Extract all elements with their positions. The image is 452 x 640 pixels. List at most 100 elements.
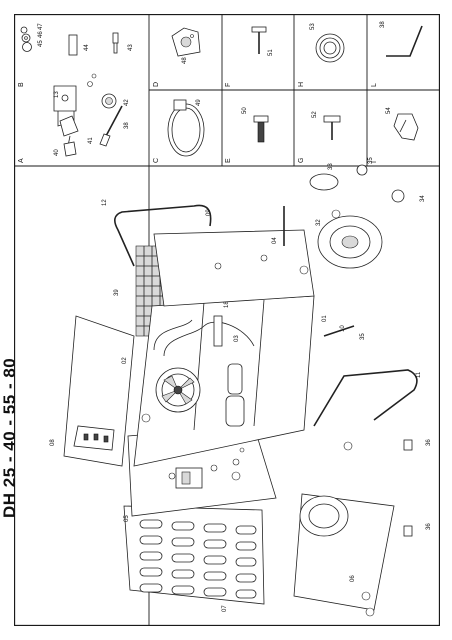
callout-46: 46: [38, 31, 44, 38]
cell-letter-e: E: [225, 158, 232, 163]
wheel-nut: [356, 164, 368, 176]
callout-39: 39: [114, 289, 120, 296]
mount-hole: [61, 94, 69, 102]
drier-part: [213, 315, 223, 347]
ref-circle-e: [343, 441, 353, 451]
washer-large: [22, 42, 32, 52]
callout-05: 05: [124, 515, 130, 522]
callout-07: 07: [222, 605, 228, 612]
refrigerant-tube: [163, 321, 255, 357]
legend-cell-g: G 52: [298, 111, 341, 163]
top-cover-08: 08: [50, 315, 135, 467]
fan-holder: [59, 115, 79, 137]
wheel-assembly: 33 34 35 32 35: [299, 157, 426, 537]
rotated-drawing: A 13 42 38 40 41 B 47 46 45 44 43: [14, 14, 440, 626]
callout-13: 13: [54, 91, 60, 98]
callout-01: 01: [322, 315, 328, 322]
callout-36b: 36: [426, 523, 432, 530]
handle-12: 12: [102, 199, 212, 267]
legend-cell-h: H 53: [298, 23, 345, 87]
callout-47: 47: [38, 23, 44, 30]
spacer-tube: [68, 34, 78, 56]
washer-small: [20, 26, 28, 34]
outer-frame: [14, 14, 440, 626]
side-panel-09: 09: [153, 209, 315, 307]
callout-12: 12: [102, 199, 108, 206]
grille-slots: [139, 519, 257, 599]
ref-circle-b: [365, 607, 375, 617]
end-caps: 36 36: [403, 439, 432, 537]
legend-cell-d: D 48: [153, 27, 201, 87]
callout-08: 08: [50, 439, 56, 446]
callout-49: 49: [196, 99, 202, 106]
bolt-head: [112, 32, 119, 44]
screw-shaft: [257, 121, 265, 143]
callout-45: 45: [38, 40, 44, 47]
callout-34: 34: [420, 195, 426, 202]
callout-53: 53: [310, 23, 316, 30]
ref-circle-h: [331, 209, 341, 219]
bolt-f-head: [251, 26, 267, 33]
circle-references: [141, 209, 375, 617]
callout-06: 06: [350, 575, 356, 582]
legend-cell-b: B 47 46 45 44 43: [18, 23, 134, 87]
legend-cell-i: I 54: [371, 107, 419, 163]
callout-38: 38: [124, 122, 130, 129]
wheel-washer: [391, 189, 405, 203]
callout-35b: 35: [360, 333, 366, 340]
callout-50: 50: [242, 107, 248, 114]
clip-part: [393, 113, 419, 141]
callout-41: 41: [88, 137, 94, 144]
callout-52: 52: [312, 111, 318, 118]
legend-cell-l: L 38: [371, 21, 423, 87]
cell-letter-h: H: [298, 82, 305, 87]
compressor: [225, 395, 245, 427]
cell-letter-d: D: [153, 82, 160, 87]
rod-part: [105, 105, 123, 137]
bolt-g-head: [323, 115, 341, 123]
callout-02: 02: [122, 357, 128, 364]
callout-40: 40: [54, 149, 60, 156]
cell-letter-c: C: [153, 158, 160, 163]
model-title: DH 25 - 40 - 55 - 80: [0, 357, 19, 518]
handle-11: 11 10 01: [313, 315, 422, 427]
cell-letter-b: B: [18, 82, 25, 87]
tube-10: [323, 325, 355, 337]
ref-circle-f: [141, 413, 151, 423]
callout-36: 36: [426, 439, 432, 446]
callout-51: 51: [268, 49, 274, 56]
axle-04: 04: [272, 206, 285, 246]
callout-54: 54: [386, 107, 392, 114]
main-chassis: 18 02 03: [122, 295, 315, 467]
callout-04: 04: [272, 237, 278, 244]
callout-38-l: 38: [380, 21, 386, 28]
plug-part: [173, 99, 187, 111]
callout-03: 03: [234, 335, 240, 342]
ref-circle-c: [361, 591, 371, 601]
control-box: 37: [164, 451, 203, 489]
power-cable: [167, 103, 205, 157]
callout-18: 18: [224, 301, 230, 308]
end-cap-2: [403, 525, 413, 537]
end-cap-1: [403, 439, 413, 451]
cell-letter-a: A: [18, 158, 25, 163]
cell-letter-i: I: [371, 161, 378, 163]
callout-43: 43: [128, 44, 134, 51]
callout-11: 11: [416, 371, 422, 378]
grille-panel: 07: [123, 505, 265, 612]
callout-32: 32: [316, 219, 322, 226]
ref-circle-d: [231, 471, 241, 481]
legend-cell-f: F 51: [225, 26, 274, 87]
legend-cell-c: C 49: [153, 99, 205, 163]
callout-10: 10: [340, 325, 346, 332]
main-exploded-view: 07 06 05 37 08: [50, 157, 432, 617]
callout-35: 35: [368, 157, 374, 164]
screw-head: [253, 115, 269, 123]
legend-cell-e: E 50: [225, 107, 269, 163]
parts-drawing: A 13 42 38 40 41 B 47 46 45 44 43: [14, 14, 440, 626]
callout-48: 48: [182, 57, 188, 64]
legend-cell-a: A 13 42 38 40 41: [18, 73, 130, 163]
cell-letter-f: F: [225, 83, 232, 87]
callout-44: 44: [84, 44, 90, 51]
